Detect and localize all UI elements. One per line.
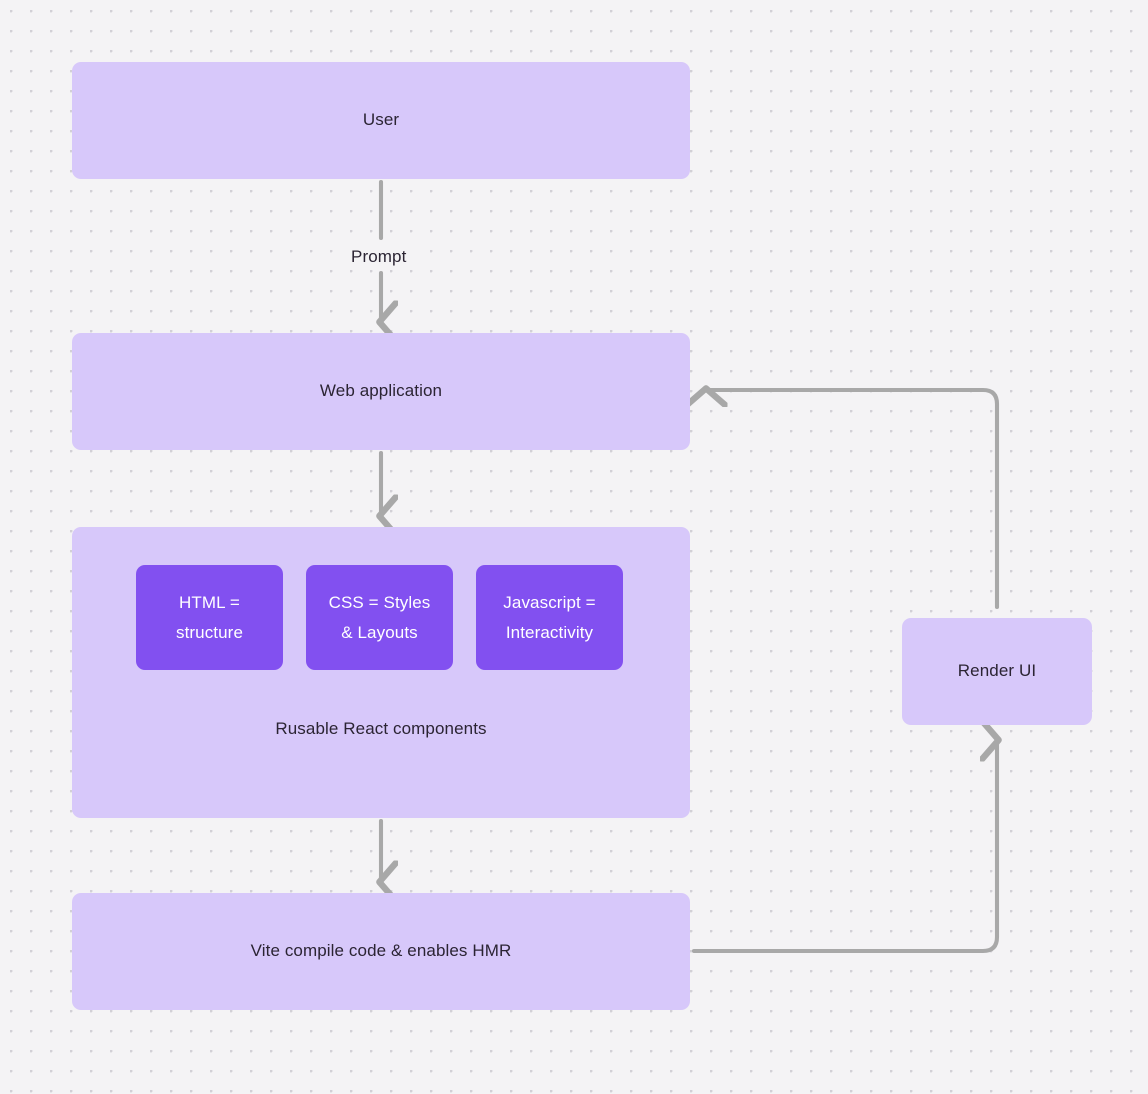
- chip-html-label: HTML = structure: [175, 593, 244, 642]
- chip-javascript[interactable]: Javascript = Interactivity: [476, 565, 623, 670]
- chip-html[interactable]: HTML = structure: [136, 565, 283, 670]
- node-vite[interactable]: Vite compile code & enables HMR: [72, 893, 690, 1010]
- chip-css-label: CSS = Styles & Layouts: [328, 593, 431, 642]
- node-react-components-caption: Rusable React components: [275, 719, 487, 738]
- edge-vite-to-render: [691, 740, 997, 954]
- chip-row: HTML = structure CSS = Styles & Layouts …: [136, 565, 626, 670]
- node-react-components[interactable]: HTML = structure CSS = Styles & Layouts …: [72, 527, 690, 818]
- node-web-application[interactable]: Web application: [72, 333, 690, 450]
- chip-javascript-label: Javascript = Interactivity: [503, 593, 596, 642]
- edge-render-to-webapp: [706, 390, 1000, 610]
- node-user[interactable]: User: [72, 62, 690, 179]
- node-vite-label: Vite compile code & enables HMR: [250, 941, 512, 961]
- chip-css[interactable]: CSS = Styles & Layouts: [306, 565, 453, 670]
- node-render-ui-label: Render UI: [957, 661, 1037, 681]
- edge-label-prompt: Prompt: [344, 246, 414, 268]
- node-render-ui[interactable]: Render UI: [902, 618, 1092, 725]
- node-web-application-label: Web application: [319, 381, 443, 401]
- node-user-label: User: [362, 110, 400, 130]
